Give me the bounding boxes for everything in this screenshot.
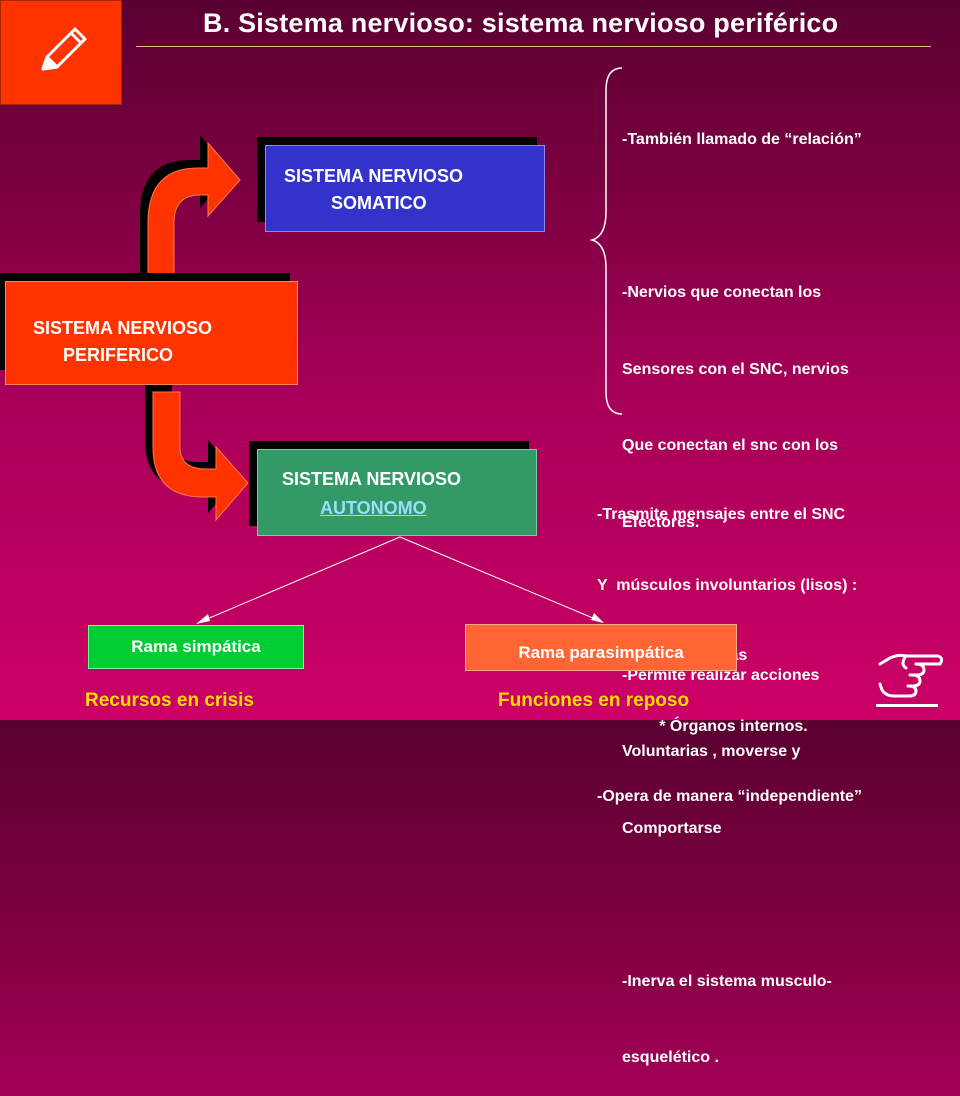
periferico-line1: SISTEMA NERVIOSO	[33, 318, 213, 338]
somatico-line2: SOMATICO	[331, 193, 427, 213]
note-line: Y músculos involuntarios (lisos) :	[597, 576, 858, 594]
arrow-to-somatico	[147, 141, 241, 299]
note-line: Que conectan el snc con los	[622, 437, 839, 454]
arrowhead-rama-simpatica	[196, 614, 210, 624]
arrowhead-rama-parasimpatica	[591, 613, 604, 623]
note-line: Efectores.	[622, 513, 700, 531]
periferico-box: SISTEMA NERVIOSO PERIFERICO	[5, 281, 298, 385]
diagram-connectors	[140, 67, 623, 624]
autonomo-box: SISTEMA NERVIOSO AUTONOMO	[257, 449, 537, 536]
pointing-hand-icon[interactable]	[876, 644, 946, 700]
note-line	[622, 892, 862, 918]
note-line: -Trasmite mensajes entre el SNC	[597, 506, 846, 523]
note-line: Sensores con el SNC, nervios	[622, 360, 849, 378]
note-line: * Órganos internos.	[597, 717, 808, 735]
note-line: -También llamado de “relación”	[622, 131, 862, 148]
note-line: esquelético .	[622, 1049, 719, 1066]
line-to-rama-parasimpatica	[399, 536, 601, 622]
autonomo-link[interactable]: AUTONOMO	[320, 498, 427, 518]
hand-underline	[876, 704, 938, 707]
curly-brace	[589, 67, 623, 415]
note-line: -Nervios que conectan los	[622, 284, 822, 301]
line-to-rama-simpatica	[199, 536, 401, 623]
pencil-box	[0, 0, 122, 105]
somatico-line1: SISTEMA NERVIOSO	[284, 166, 464, 186]
note-line: -Opera de manera “independiente”	[597, 788, 862, 805]
title-divider	[136, 46, 931, 47]
arrow-to-autonomo	[152, 391, 249, 522]
rama-parasimpatica-box: Rama parasimpática	[465, 624, 737, 671]
autonomo-line1: SISTEMA NERVIOSO	[282, 469, 462, 489]
caption-simpatica: Recursos en crisis	[85, 690, 254, 711]
caption-parasimpatica: Funciones en reposo	[498, 690, 690, 711]
rama-simpatica-box: Rama simpática	[88, 625, 304, 669]
periferico-line2: PERIFERICO	[63, 345, 174, 365]
note-line	[622, 204, 862, 230]
note-line: -Inerva el sistema musculo-	[622, 972, 832, 990]
pencil-icon	[41, 27, 87, 70]
page-title: B. Sistema nervioso: sistema nervioso pe…	[203, 8, 839, 38]
somatico-box: SISTEMA NERVIOSO SOMATICO	[265, 145, 545, 232]
